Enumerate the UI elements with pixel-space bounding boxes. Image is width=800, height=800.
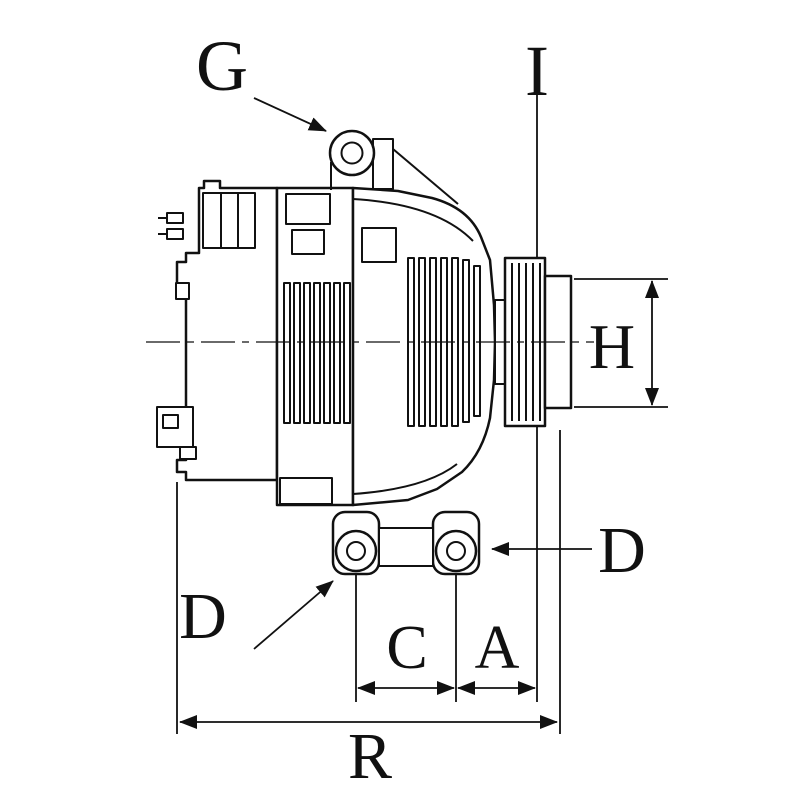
bottom-mounting-feet bbox=[331, 510, 481, 576]
dimension-lines bbox=[176, 94, 668, 734]
stator-fins bbox=[283, 282, 351, 424]
dimension-label-c: C bbox=[386, 614, 427, 682]
dimension-labels: G I H D D C A R bbox=[179, 26, 646, 793]
dimension-label-d-right: D bbox=[598, 514, 646, 587]
foot-bridge bbox=[378, 527, 434, 567]
foot-right-hole-inner bbox=[446, 541, 466, 561]
alternator-body bbox=[146, 129, 594, 576]
dimension-label-h: H bbox=[589, 311, 635, 382]
rear-housing bbox=[156, 179, 279, 482]
d-left-leader-arrow bbox=[253, 580, 334, 650]
rear-boss bbox=[175, 282, 190, 300]
dimension-label-d-left: D bbox=[179, 580, 227, 653]
dimension-label-a: A bbox=[475, 614, 520, 682]
top-mounting-lug bbox=[328, 129, 459, 205]
connector-pin bbox=[166, 212, 184, 224]
dimension-label-g: G bbox=[196, 26, 248, 106]
pulley bbox=[503, 256, 573, 428]
connector-pin bbox=[166, 228, 184, 240]
dimension-label-i: I bbox=[525, 31, 549, 111]
connector-block bbox=[202, 192, 256, 249]
dimension-label-r: R bbox=[348, 720, 392, 793]
foot-left-hole-inner bbox=[346, 541, 366, 561]
g-leader-arrow bbox=[253, 97, 327, 132]
lug-hole-inner bbox=[340, 141, 364, 165]
